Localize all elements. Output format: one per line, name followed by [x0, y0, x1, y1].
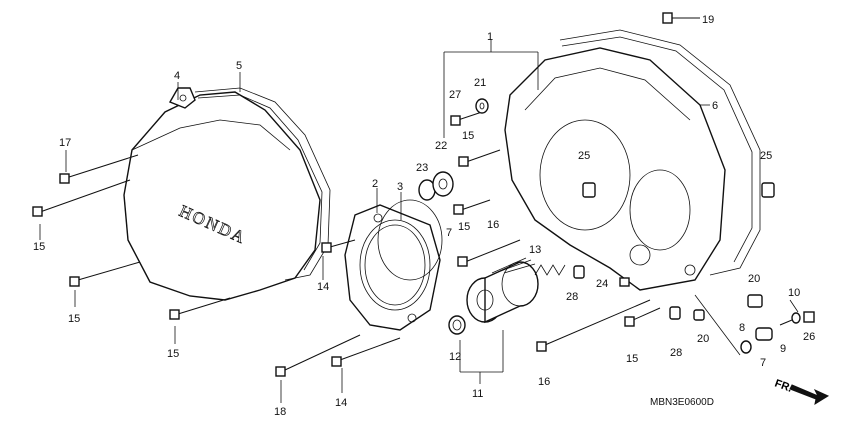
- plug-28b: [669, 306, 681, 320]
- cap-7: [755, 327, 773, 341]
- front-direction-arrow-icon: FR.: [773, 378, 830, 406]
- bolt-16-top: [457, 239, 521, 267]
- left-crankcase-cover: HONDA: [123, 91, 321, 301]
- callout-28b: 28: [670, 347, 682, 359]
- callout-20a: 20: [748, 273, 760, 285]
- nut-26: [803, 311, 815, 323]
- callout-23: 23: [416, 162, 428, 174]
- washer-21: [475, 98, 489, 114]
- callout-16a: 16: [487, 219, 499, 231]
- washer-8: [740, 340, 752, 354]
- callout-28a: 28: [566, 291, 578, 303]
- dowel-pin-25: [582, 182, 596, 198]
- dowel-pin-25b: [761, 182, 775, 198]
- bearing-23: [418, 171, 454, 201]
- callout-15c: 15: [167, 348, 179, 360]
- callout-15b: 15: [68, 313, 80, 325]
- bolt-9: [779, 319, 793, 326]
- plug-20b: [693, 309, 705, 321]
- right-crankcase-cover: [504, 47, 726, 291]
- cover-bolts-left: [32, 154, 231, 320]
- diagram-code: MBN3E0600D: [650, 397, 714, 408]
- callout-14b: 14: [335, 397, 347, 409]
- cover-gasket-left: [194, 87, 331, 281]
- callout-17: 17: [59, 137, 71, 149]
- callout-12: 12: [449, 351, 461, 363]
- bolt-15-top: [458, 149, 501, 167]
- plug-28a: [573, 265, 585, 279]
- oil-filter-cover-gasket: [377, 199, 443, 281]
- oil-filter-element: [466, 257, 539, 324]
- bolt-15-right: [624, 307, 661, 327]
- callout-11: 11: [472, 388, 483, 400]
- callout-21: 21: [474, 77, 486, 89]
- callout-2: 2: [372, 178, 378, 190]
- callout-25a: 25: [578, 150, 590, 162]
- callout-3: 3: [397, 181, 403, 193]
- callout-27: 27: [449, 89, 461, 101]
- washer-10: [791, 312, 801, 324]
- filter-o-ring: [448, 315, 466, 335]
- callout-15f: 15: [626, 353, 638, 365]
- callout-15d: 15: [462, 130, 474, 142]
- callout-9: 9: [780, 343, 786, 355]
- callout-15e: 15: [458, 221, 470, 233]
- callout-13: 13: [529, 244, 541, 256]
- filter-spring: [534, 264, 566, 276]
- callout-4: 4: [174, 70, 180, 82]
- callout-19: 19: [702, 14, 714, 26]
- callout-20b: 20: [697, 333, 709, 345]
- callout-1: 1: [487, 31, 493, 43]
- callout-10: 10: [788, 287, 800, 299]
- oil-filter-cover: [344, 204, 441, 331]
- callout-7b: 7: [760, 357, 766, 369]
- callout-8: 8: [739, 322, 745, 334]
- callout-numbers: 1 2 3 4 5 6 7 7 8 9 10 11 12 13 14 14 15…: [33, 14, 815, 418]
- callout-5: 5: [236, 60, 242, 72]
- callout-26: 26: [803, 331, 815, 343]
- bolt-27: [450, 111, 483, 126]
- bolt-15-mid: [453, 199, 491, 215]
- callout-6: 6: [712, 100, 718, 112]
- callout-7a: 7: [446, 227, 452, 239]
- callout-25b: 25: [760, 150, 772, 162]
- right-cover-gasket: [559, 29, 761, 276]
- bolt-24: [619, 277, 630, 287]
- bolt-16-long: [536, 299, 651, 352]
- direction-label: FR.: [773, 378, 794, 395]
- plug-20: [747, 294, 763, 308]
- cover-mount-tab: [168, 87, 196, 109]
- callout-15a: 15: [33, 241, 45, 253]
- callout-22: 22: [435, 140, 447, 152]
- callout-18: 18: [274, 406, 286, 418]
- callout-16b: 16: [538, 376, 550, 388]
- leader-lines: [39, 17, 799, 403]
- cover-bolts-middle: [275, 239, 401, 377]
- callout-14a: 14: [317, 281, 329, 293]
- callout-24: 24: [596, 278, 608, 290]
